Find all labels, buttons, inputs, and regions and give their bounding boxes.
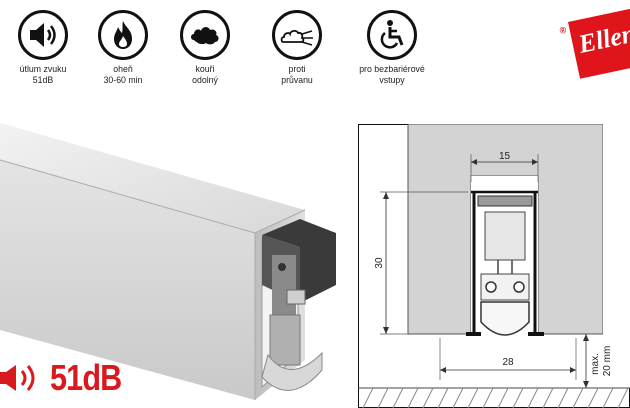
wheelchair-icon [380, 20, 404, 49]
feature-draft-circle [272, 10, 322, 60]
door-seal-product-illustration [0, 123, 336, 400]
dimension-gap-line2: 20 mm [602, 346, 613, 377]
sound-reduction-value: 51dB [50, 357, 122, 398]
registered-mark: ® [558, 24, 568, 36]
technical-cross-section-drawing: 15 30 28 max. 20 mm [358, 124, 630, 408]
smoke-icon [191, 27, 219, 45]
brand-logo-text: Ellen [575, 18, 630, 59]
feature-draft-label: proti průvanu [281, 64, 313, 86]
feature-accessible: pro bezbariérové vstupy [337, 10, 447, 86]
sound-reduction-badge: 51dB [0, 356, 134, 400]
dimension-bottom-width: 28 [502, 357, 514, 368]
feature-sound-circle [18, 10, 68, 60]
feature-smoke-label: kouři odolný [192, 64, 218, 86]
feature-accessible-circle [367, 10, 417, 60]
feature-fire: oheň 30-60 min [68, 10, 178, 86]
feature-fire-label: oheň 30-60 min [103, 64, 143, 86]
draft-icon [280, 29, 313, 46]
feature-sound-label: útlum zvuku 51dB [19, 64, 67, 86]
dimension-height: 30 [374, 257, 385, 269]
flame-icon [114, 21, 132, 49]
feature-sound: útlum zvuku 51dB [0, 10, 98, 86]
brand-logo: ® Ellen [559, 8, 630, 79]
speaker-icon [0, 365, 35, 391]
speaker-icon [30, 23, 56, 47]
dimension-top-width: 15 [499, 151, 511, 162]
feature-smoke: kouři odolný [150, 10, 260, 86]
dimension-gap-line1: max. [590, 353, 601, 375]
feature-smoke-circle [180, 10, 230, 60]
feature-fire-circle [98, 10, 148, 60]
feature-accessible-label: pro bezbariérové vstupy [359, 64, 425, 86]
feature-draft: proti průvanu [242, 10, 352, 86]
